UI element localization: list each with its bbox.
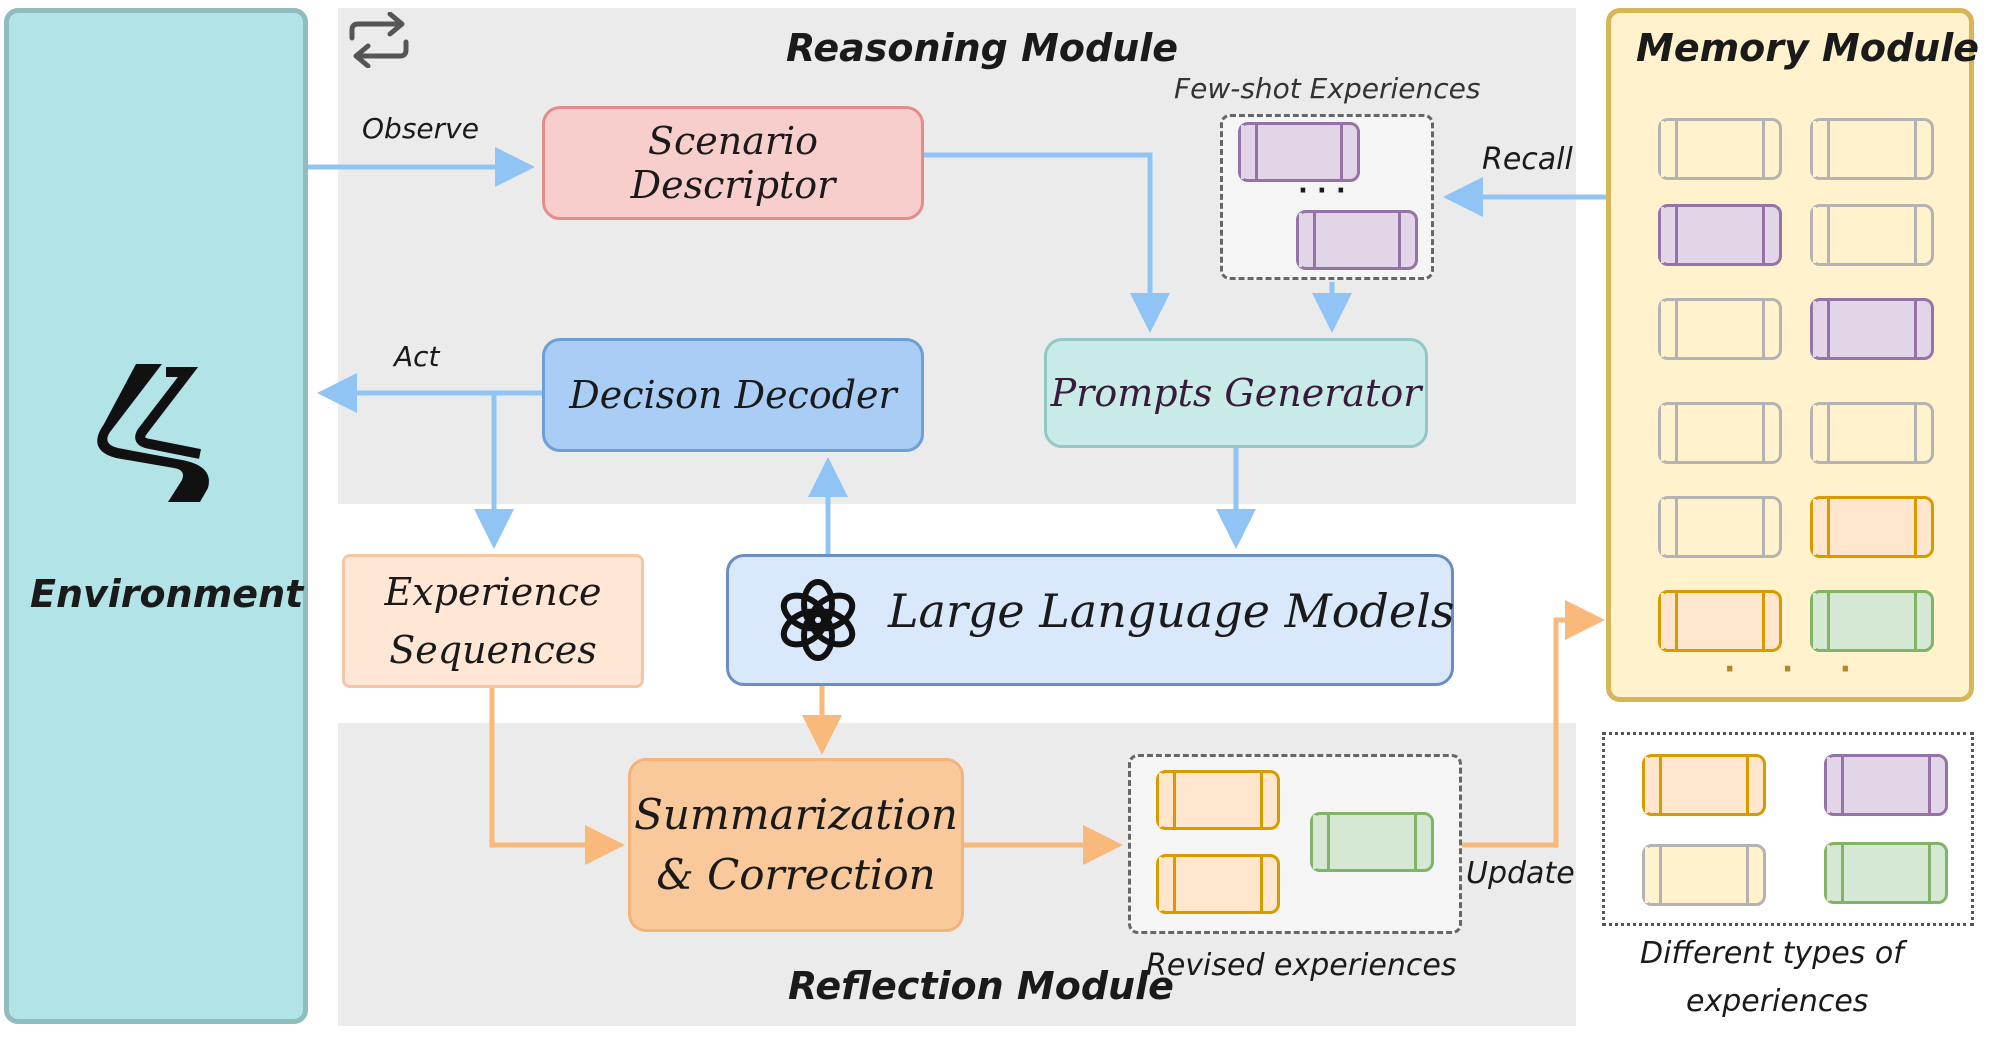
scenario-to-prompts-arrow [924,152,1170,333]
reflection-module-title: Reflection Module [788,964,1174,1008]
memory-card [1658,496,1782,558]
memory-card [1810,590,1934,652]
revised-card [1156,770,1280,830]
experience-to-summarization-arrow [489,688,625,865]
memory-card [1810,496,1934,558]
road-logo-icon [97,364,209,502]
summarization-box: Summarization & Correction [628,758,964,932]
legend-card [1642,844,1766,906]
observe-label: Observe [362,112,479,145]
legend-caption-line2: experiences [1686,984,1869,1019]
prompts-generator-box: Prompts Generator [1044,338,1428,448]
loop-icon [349,12,409,68]
memory-card [1810,402,1934,464]
memory-card [1658,590,1782,652]
experience-sequences-line2: Sequences [389,628,597,672]
revised-experiences-label: Revised experiences [1146,948,1457,983]
revised-card [1156,854,1280,914]
legend-container [1602,732,1974,926]
few-shot-card [1296,210,1418,270]
update-label: Update [1466,856,1575,891]
few-shot-card [1238,122,1360,182]
memory-card [1658,298,1782,360]
legend-card [1642,754,1766,816]
legend-card [1824,754,1948,816]
decision-decoder-label: Decison Decoder [569,373,897,417]
prompts-generator-label: Prompts Generator [1050,371,1422,415]
experience-sequences-box: Experience Sequences [342,554,644,688]
memory-card [1658,118,1782,180]
openai-logo-icon [780,579,856,661]
decision-decoder-box: Decison Decoder [542,338,924,452]
legend-card [1824,842,1948,904]
legend-caption-line1: Different types of [1640,936,1904,971]
reasoning-module-title: Reasoning Module [786,26,1179,70]
few-shot-dots: · · · [1298,176,1346,206]
few-shot-label: Few-shot Experiences [1174,72,1481,105]
environment-label: Environment [30,572,304,616]
memory-dots: · · · [1724,652,1870,687]
environment-box [4,8,308,1024]
memory-card [1810,118,1934,180]
memory-card [1658,204,1782,266]
update-arrow [1462,600,1605,848]
act-label: Act [394,340,440,373]
llm-label: Large Language Models [888,584,1455,638]
scenario-descriptor-label: Scenario Descriptor [630,119,836,207]
experience-sequences-line1: Experience [384,570,602,614]
recall-label: Recall [1482,142,1573,177]
scenario-descriptor-box: Scenario Descriptor [542,106,924,220]
summarization-line1: Summarization [634,790,958,839]
revised-card [1310,812,1434,872]
summarization-line2: & Correction [656,850,936,899]
memory-card [1810,204,1934,266]
memory-module-title: Memory Module [1636,26,1980,70]
memory-card [1658,402,1782,464]
memory-card [1810,298,1934,360]
